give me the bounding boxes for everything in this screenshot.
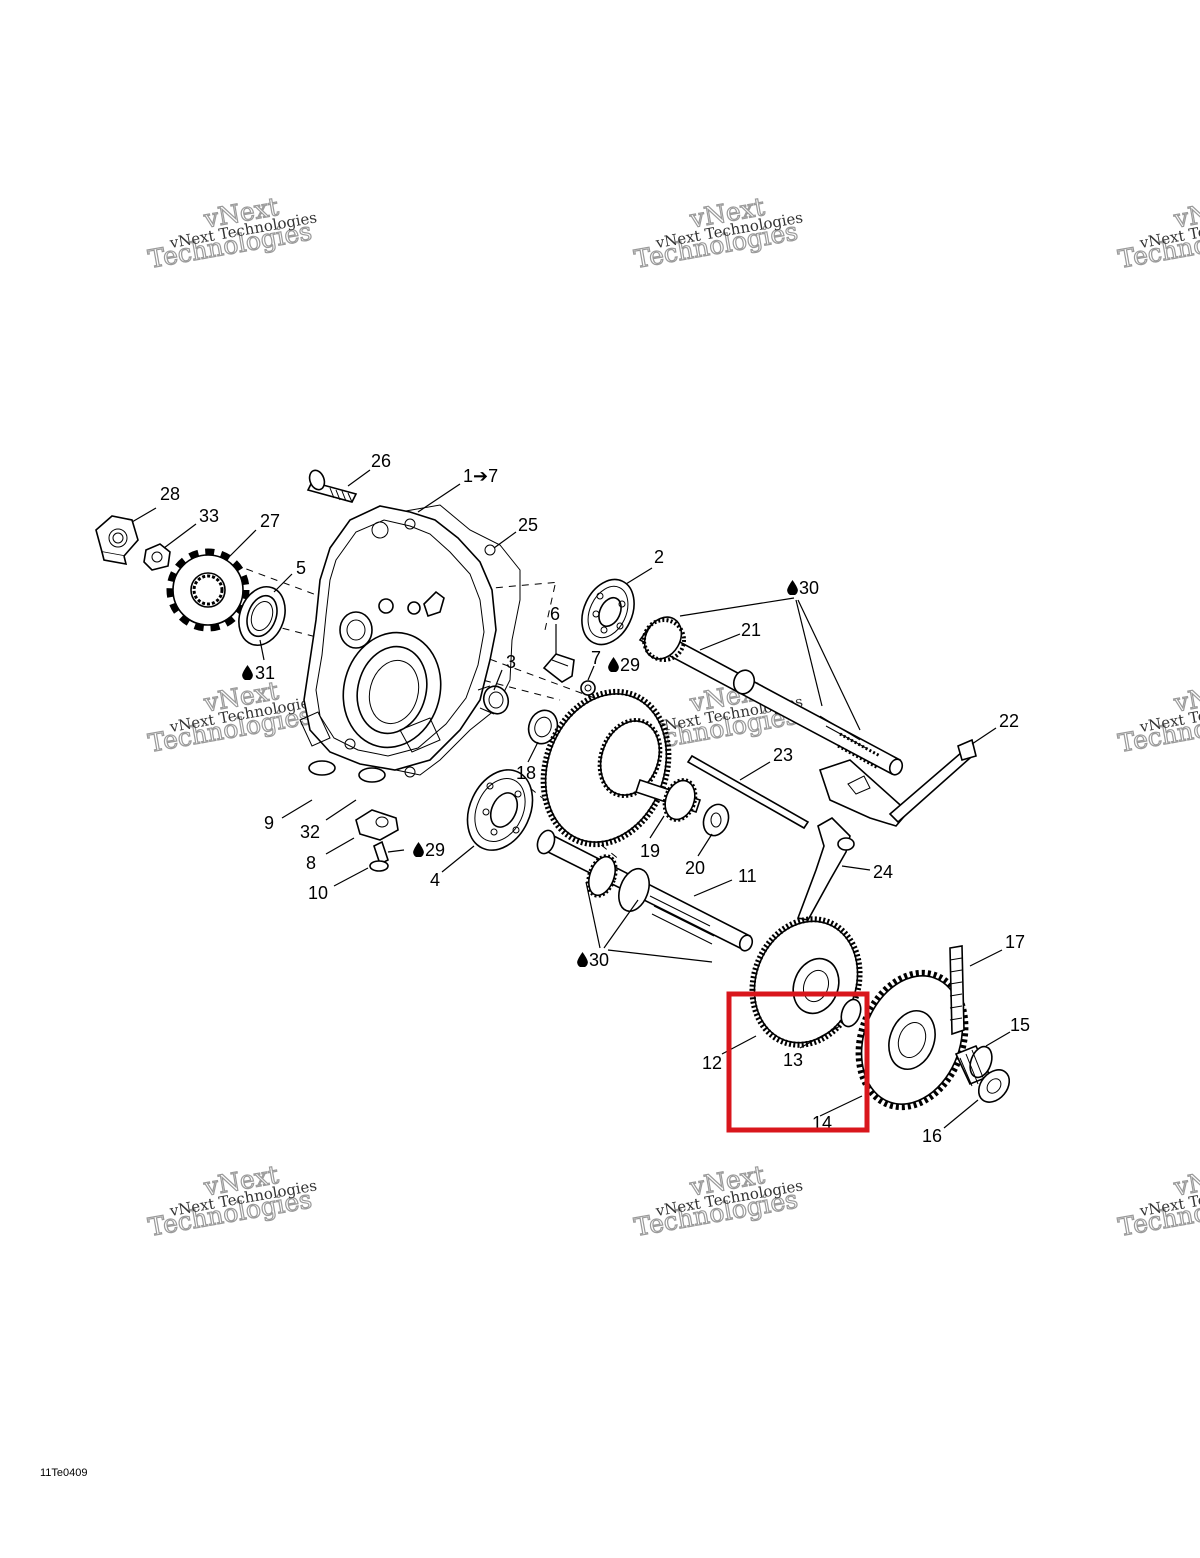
part-28-nut: [95, 515, 139, 566]
callout-17: 17: [1005, 932, 1025, 952]
part-7-screw: [580, 680, 596, 696]
part-11-output-shaft: [536, 829, 754, 952]
svg-text:29: 29: [620, 655, 640, 675]
callout-28: 28: [160, 484, 180, 504]
leader-lines: [131, 469, 1011, 1129]
callout-25: 25: [518, 515, 538, 535]
callout-labels: 1➔7 2 3 4 5 6 7 8 9 10 11 12 13 14 15 16…: [160, 451, 1030, 1146]
callout-15: 15: [1010, 1015, 1030, 1035]
callout-21: 21: [741, 620, 761, 640]
watermark-mid-right: Technologies vNext vNext Technologies: [1115, 675, 1200, 758]
callout-6: 6: [550, 604, 560, 624]
callout-23: 23: [773, 745, 793, 765]
svg-text:29: 29: [425, 840, 445, 860]
callout-11: 11: [738, 866, 757, 886]
callout-9: 9: [264, 813, 274, 833]
part-9-o-ring: [308, 760, 336, 776]
callout-22: 22: [999, 711, 1019, 731]
callout-7: 7: [591, 648, 601, 668]
part-16-washer: [977, 1069, 1011, 1103]
oil-drop-icon: [577, 952, 588, 967]
part-2-ball-bearing: [581, 578, 635, 646]
oil-drop-icon: [608, 657, 619, 672]
callout-33: 33: [199, 506, 219, 526]
part-6-retainer-plate: [542, 653, 575, 683]
callout-27: 27: [260, 511, 280, 531]
watermark-top-left: Technologies vNext vNext Technologies: [145, 191, 318, 274]
watermark-bottom-left: Technologies vNext vNext Technologies: [145, 1159, 318, 1242]
part-20-washer: [702, 803, 730, 837]
part-22-shift-shaft: [818, 738, 977, 827]
callout-30-lower: 30: [577, 950, 609, 970]
svg-text:31: 31: [255, 663, 275, 683]
svg-text:vNext: vNext: [687, 1160, 767, 1202]
callout-24: 24: [873, 862, 893, 882]
part-4-ball-bearing: [466, 769, 534, 851]
part-12-reverse-gear: [749, 916, 863, 1048]
svg-text:30: 30: [799, 578, 819, 598]
part-33-lock-washer: [143, 543, 171, 571]
callout-32: 32: [300, 822, 320, 842]
part-25-gasket: [379, 504, 521, 778]
callout-12: 12: [702, 1053, 722, 1073]
oil-drop-icon: [787, 580, 798, 595]
oil-drop-icon: [242, 665, 253, 680]
watermark-group: Technologies vNext vNext Technologies Te…: [145, 191, 1200, 1242]
part-32-o-ring: [358, 767, 386, 783]
part-14-driven-sprocket: [855, 969, 969, 1111]
part-1-gear-housing: [299, 505, 497, 771]
callout-3: 3: [506, 652, 516, 672]
part-26-bolt: [306, 469, 358, 503]
callout-4: 4: [430, 870, 440, 890]
watermark-top-center: Technologies vNext vNext Technologies: [631, 191, 804, 274]
callout-8: 8: [306, 853, 316, 873]
callout-16: 16: [922, 1126, 942, 1146]
part-27-drive-sprocket: [166, 548, 250, 632]
watermark-bottom-center: Technologies vNext vNext Technologies: [631, 1159, 804, 1242]
part-8-flange: [355, 809, 399, 841]
callout-5: 5: [296, 558, 306, 578]
part-3-needle-bearing: [477, 685, 510, 715]
watermark-mid-left: Technologies vNext vNext Technologies: [145, 675, 318, 758]
part-23-shift-rod: [686, 754, 810, 830]
callout-30-upper: 30: [787, 578, 819, 598]
callout-29-upper: 29: [608, 655, 640, 675]
callout-18: 18: [516, 763, 536, 783]
part-5-oil-seal: [238, 586, 286, 646]
callout-26: 26: [371, 451, 391, 471]
part-21-countershaft: [638, 616, 904, 776]
callout-2: 2: [654, 547, 664, 567]
watermark-bottom-right: Technologies vNext vNext Technologies: [1115, 1159, 1200, 1242]
oil-drop-icon: [413, 842, 424, 857]
part-10-bolt: [369, 840, 389, 872]
callout-1: 1➔7: [463, 466, 498, 486]
callout-19: 19: [640, 841, 660, 861]
part-24-shift-fork: [796, 817, 855, 921]
callout-13: 13: [783, 1050, 803, 1070]
diagram-code: 11Te0409: [40, 1467, 88, 1479]
callout-29-lower: 29: [413, 840, 445, 860]
callout-31: 31: [242, 663, 275, 683]
callout-10: 10: [308, 883, 328, 903]
part-19-intermediate-gear: [540, 688, 702, 848]
watermark-top-right: Technologies vNext vNext Technologies: [1115, 191, 1200, 274]
callout-20: 20: [685, 858, 705, 878]
highlight-box: [726, 991, 870, 1133]
svg-text:30: 30: [589, 950, 609, 970]
part-17-chain: [949, 945, 965, 1036]
part-13-washer: [840, 998, 862, 1028]
